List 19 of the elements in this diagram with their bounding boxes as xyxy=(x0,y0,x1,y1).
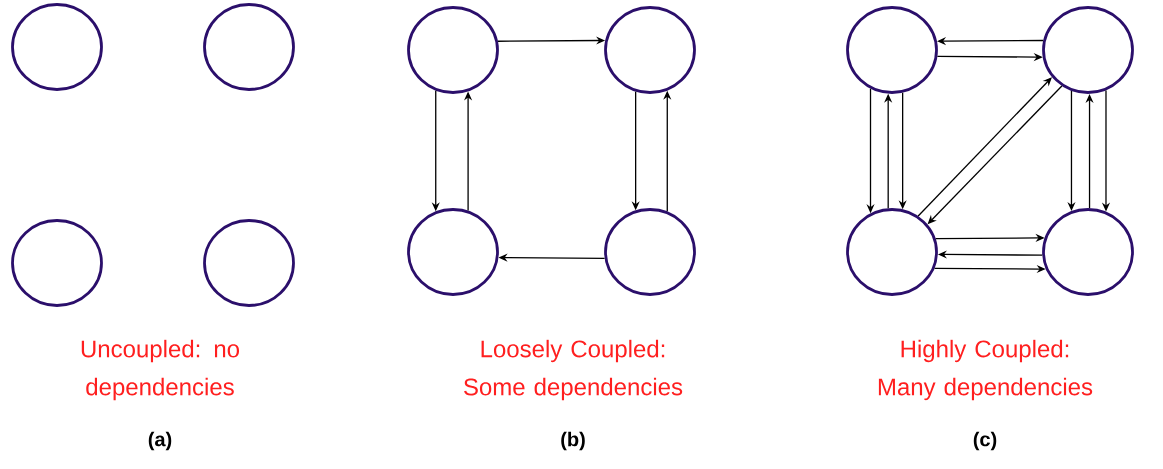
caption: Highly Coupled: Many dependencies xyxy=(878,339,1093,401)
panel-label: (b) xyxy=(561,431,585,451)
circle xyxy=(11,3,103,91)
circle xyxy=(846,6,938,94)
caption: Uncoupled: no dependencies xyxy=(81,339,239,401)
caption: Loosely Coupled: Some dependencies xyxy=(464,339,683,401)
circle xyxy=(407,208,499,296)
arrow xyxy=(917,77,1052,217)
circle xyxy=(604,6,696,94)
panel-label: (a) xyxy=(148,431,172,451)
circle xyxy=(407,6,499,94)
panel-label: (c) xyxy=(973,431,997,451)
circle xyxy=(203,219,295,307)
circle xyxy=(1042,208,1134,296)
circle xyxy=(203,3,295,91)
circle xyxy=(604,208,696,296)
circle xyxy=(11,219,103,307)
circle xyxy=(1042,6,1134,94)
circle xyxy=(846,208,938,296)
